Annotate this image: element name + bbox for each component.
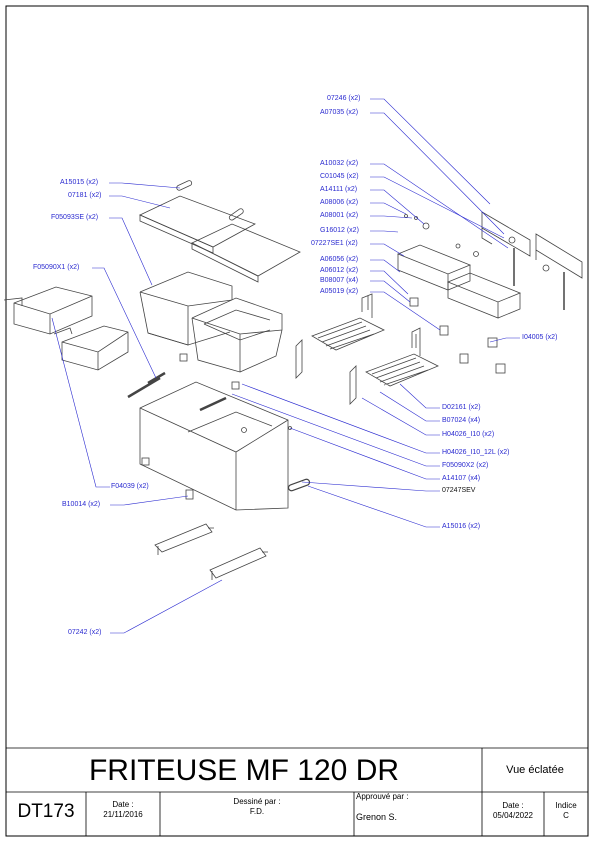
fryer-body: [139, 381, 289, 511]
tank-right: [191, 297, 283, 373]
basket-right: [61, 325, 129, 371]
callout-d02161: D02161 (x2): [442, 404, 481, 411]
index-label: Indice: [555, 801, 577, 810]
leader-lines: [51, 98, 520, 634]
callout-i04005: I04005 (x2): [522, 334, 558, 341]
bracket-right: [535, 233, 583, 279]
callout-h04026-i10-12l: H04026_I10_12L (x2): [442, 449, 510, 456]
basket-left: [13, 286, 93, 335]
callout-f04039: F04039 (x2): [111, 483, 149, 490]
date-created-label: Date :: [112, 800, 134, 809]
approved-by-value: Grenon S.: [356, 812, 398, 822]
callout-f05090x2: F05090X2 (x2): [442, 462, 489, 469]
callout-f05090x1: F05090X1 (x2): [33, 264, 80, 271]
callout-a15015: A15015 (x2): [60, 179, 99, 186]
foot-rear: [154, 523, 214, 555]
title-block-frame: [6, 747, 588, 836]
date-created-value: 21/11/2016: [103, 810, 143, 819]
callout-b08007: B08007 (x4): [320, 277, 359, 284]
index-value: C: [563, 811, 569, 820]
date-revised-label: Date :: [502, 801, 524, 810]
callout-a06012: A06012 (x2): [320, 267, 359, 274]
callout-c01045: C01045 (x2): [320, 173, 359, 180]
callout-b10014: B10014 (x2): [62, 501, 101, 508]
callout-07247sev: 07247SEV: [442, 487, 476, 494]
callout-a14111: A14111 (x2): [320, 186, 358, 193]
callout-a07035: A07035 (x2): [320, 109, 359, 116]
bracket-left: [481, 211, 531, 257]
callout-a08001: A08001 (x2): [320, 212, 359, 219]
parts-art: [3, 180, 583, 580]
heater-left: [311, 317, 385, 351]
callout-07181: 07181 (x2): [68, 192, 102, 199]
approved-by-label: Approuvé par :: [356, 792, 409, 801]
view-label: Vue éclatée: [506, 764, 564, 776]
callout-a06056: A06056 (x2): [320, 256, 359, 263]
doc-reference: DT173: [17, 801, 75, 822]
drawn-by-value: F.D.: [249, 807, 265, 816]
callout-a05019: A05019 (x2): [320, 288, 359, 295]
drawn-by-label: Dessiné par :: [233, 797, 281, 806]
callout-f05093se: F05093SE (x2): [51, 214, 99, 221]
drawing-frame: [5, 5, 589, 837]
callout-07227se1: 07227SE1 (x2): [311, 240, 358, 247]
callout-a15016: A15016 (x2): [442, 523, 481, 530]
foot-front: [209, 547, 268, 580]
callout-07246: 07246 (x2): [327, 95, 361, 102]
callout-a14107: A14107 (x4): [442, 475, 481, 482]
callout-a08006: A08006 (x2): [320, 199, 359, 206]
callout-b07024: B07024 (x4): [442, 417, 481, 424]
document-title: FRITEUSE MF 120 DR: [88, 754, 400, 787]
callout-a10032: A10032 (x2): [320, 160, 359, 167]
callout-07242: 07242 (x2): [68, 629, 102, 636]
heater-right: [365, 353, 439, 387]
date-revised-value: 05/04/2022: [492, 811, 534, 820]
callout-h04026-i10: H04026_I10 (x2): [442, 431, 495, 438]
callout-g16012: G16012 (x2): [320, 227, 359, 234]
control-box-right: [446, 272, 522, 319]
